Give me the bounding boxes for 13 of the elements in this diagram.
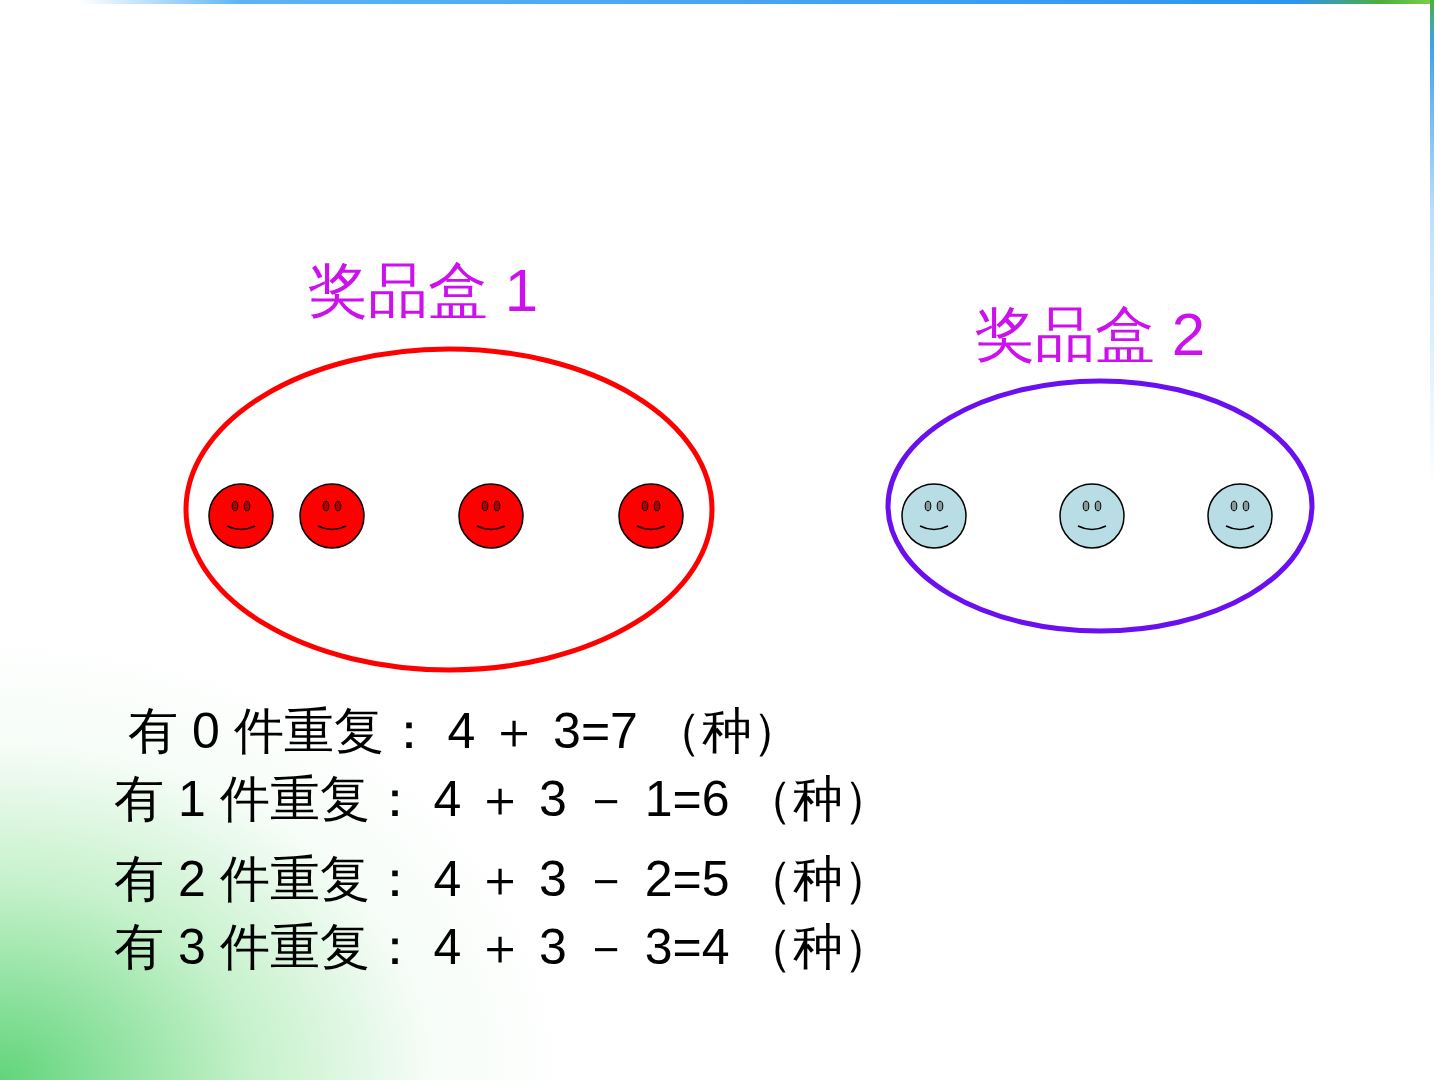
- equation-text: 有 1 件重复： 4 ＋ 3 － 1=6 （种）: [114, 770, 894, 829]
- group-title: 奖品盒 1: [308, 258, 539, 324]
- smiley-face-icon: [1059, 483, 1125, 549]
- equation-text: 有 2 件重复： 4 ＋ 3 － 2=5 （种）: [114, 850, 894, 909]
- smiley-face-icon: [1207, 483, 1273, 549]
- smiley-face-icon: [299, 483, 365, 549]
- smiley-face-icon: [208, 483, 274, 549]
- smiley-face-icon: [901, 483, 967, 549]
- equation-text: 有 0 件重复： 4 ＋ 3=7 （种）: [128, 702, 802, 761]
- equation-text: 有 3 件重复： 4 ＋ 3 － 3=4 （种）: [114, 918, 894, 977]
- smiley-face-icon: [618, 483, 684, 549]
- smiley-face-icon: [458, 483, 524, 549]
- group-title: 奖品盒 2: [975, 302, 1206, 368]
